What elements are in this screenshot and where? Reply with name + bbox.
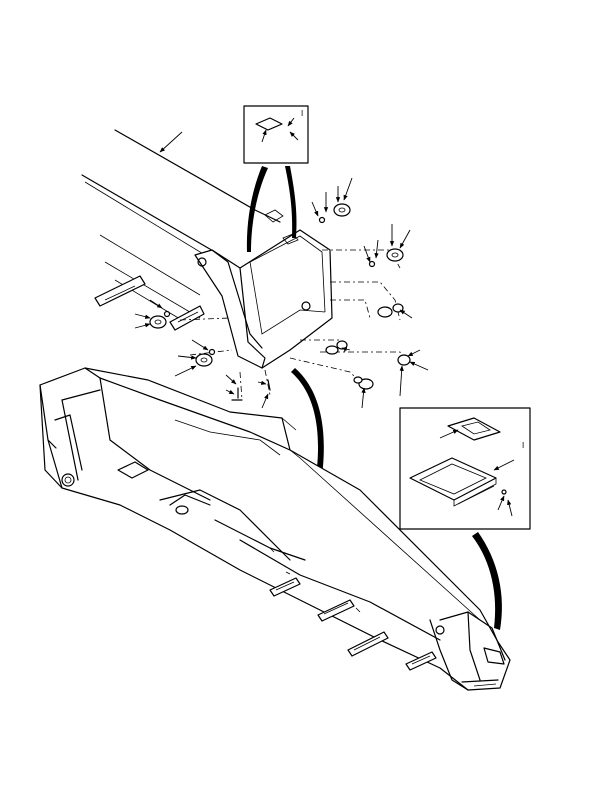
section-pointer-middle [291,368,324,490]
inset-a-pointer-left [246,166,268,252]
leader-arrows [134,131,429,482]
inset-b-tag: I [522,441,524,450]
inset-a-pointer-right [285,166,297,238]
lower-boom-section [39,367,511,691]
detail-inset-a: I [243,105,309,164]
hardware-bearings [149,203,411,401]
inset-b-pointer [472,532,502,630]
inset-a-tag: I [301,109,303,118]
lower-wear-pads [269,577,437,671]
upper-boom-end-bracket [194,209,333,369]
detail-inset-b: I [399,407,531,530]
upper-boom-section [81,129,281,323]
upper-wear-pads [94,275,205,331]
